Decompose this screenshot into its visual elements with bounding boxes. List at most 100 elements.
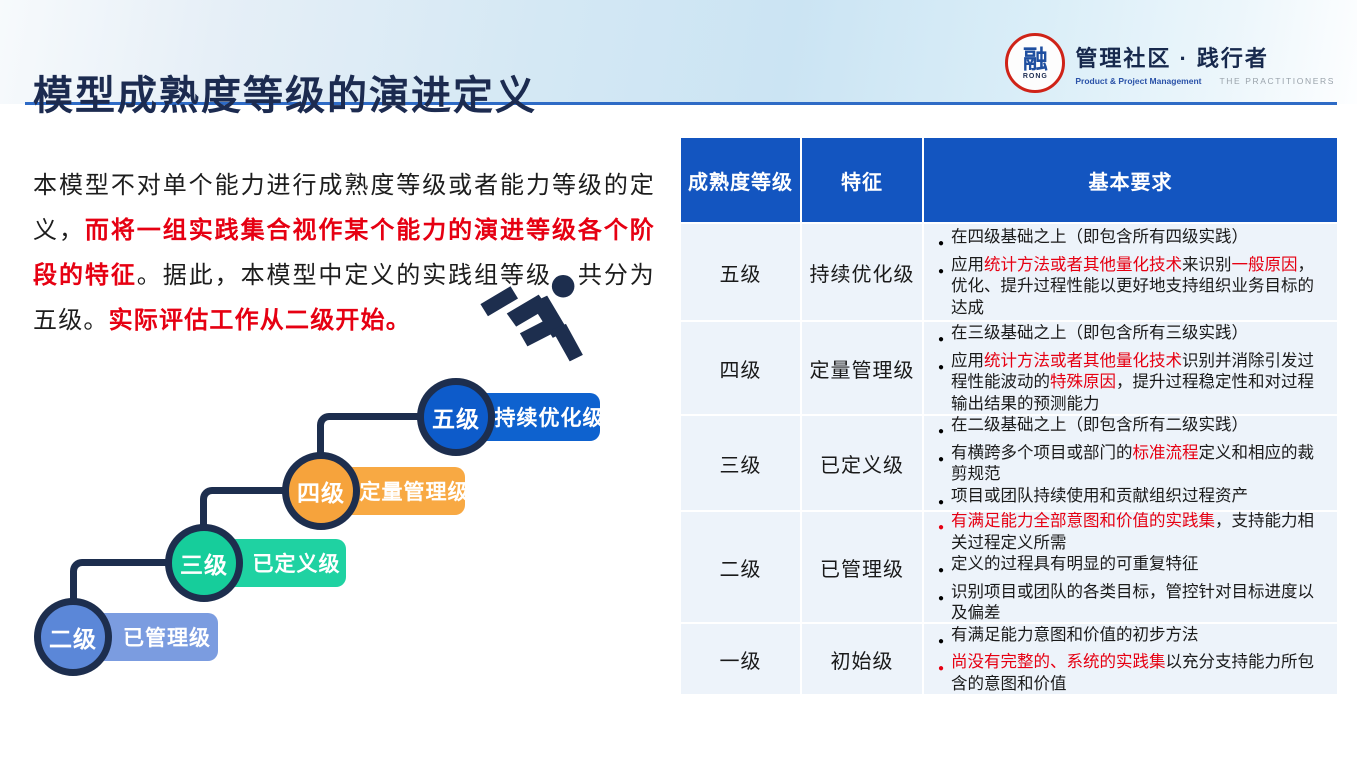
table-cell-requirements: ● 在二级基础之上（即包含所有二级实践） ● 有横跨多个项目或部门的标准流程定义和相应… xyxy=(924,416,1337,510)
bullet-segment: 在四级基础之上（即包含所有四级实践） xyxy=(951,228,1249,246)
bullet-text: 在四级基础之上（即包含所有四级实践） xyxy=(951,227,1248,255)
bullet-segment: 统计方法或者其他量化技术 xyxy=(984,351,1183,370)
level-pill: 定量管理级 xyxy=(338,467,469,515)
table-cell-level: 五级 xyxy=(681,224,800,320)
header-band xyxy=(0,0,1357,104)
intro-segment: 本模型不对单个能力进行成熟度等级或者能力等级的定义， xyxy=(33,172,655,244)
bullet-segment: 标准流程 xyxy=(1132,443,1199,462)
level-pill-label: 定量管理级 xyxy=(359,481,470,504)
bullet-text: 定义的过程具有明显的可重复特征 xyxy=(951,554,1199,582)
intro-segment: 实际评估工作从二级开始。 xyxy=(108,307,412,334)
bullet-segment: 识别并消除引发过程性能波动的 xyxy=(951,351,1315,392)
bullet-text: 识别项目或团队的各类目标，管控针对目标进度以及偏差 xyxy=(951,582,1327,625)
bullet-segment: 有满足能力全部意图和价值的实践集 xyxy=(951,512,1216,531)
logo-tagline-right: THE PRACTITIONERS xyxy=(1219,75,1335,86)
bullet-text: 有横跨多个项目或部门的标准流程定义和相应的裁剪规范 xyxy=(951,443,1327,486)
bullet-segment: 应用 xyxy=(951,351,985,370)
requirement-bullet: ● 应用统计方法或者其他量化技术识别并消除引发过程性能波动的特殊原因，提升过程稳定… xyxy=(938,351,1327,416)
bullet-text: 尚没有完整的、系统的实践集以充分支持能力所包含的意图和价值 xyxy=(951,652,1327,695)
requirement-bullet: ● 尚没有完整的、系统的实践集以充分支持能力所包含的意图和价值 xyxy=(938,652,1327,695)
bullet-dot-icon: ● xyxy=(938,426,945,437)
ladder-connector xyxy=(317,413,429,464)
level-pill-label: 已管理级 xyxy=(123,627,211,650)
bullet-segment: 定义的过程具有明显的可重复特征 xyxy=(951,555,1199,574)
bullet-segment: 在三级基础之上（即包含所有三级实践） xyxy=(951,324,1249,342)
table-cell-requirements: ● 有满足能力意图和价值的初步方法 ● 尚没有完整的、系统的实践集以充分支持能力所包含… xyxy=(924,624,1337,694)
ladder-connector xyxy=(70,559,177,610)
requirement-bullet: ● 有满足能力全部意图和价值的实践集，支持能力相关过程定义所需 xyxy=(938,511,1327,554)
bullet-dot-icon: ● xyxy=(938,496,945,508)
table-cell-level: 四级 xyxy=(681,322,800,414)
requirement-bullet: ● 应用统计方法或者其他量化技术来识别一般原因，优化、提升过程性能以更好地支持组织… xyxy=(938,255,1327,320)
table-cell-feature: 定量管理级 xyxy=(802,322,922,414)
rong-logo-icon: 融 RONG xyxy=(1005,33,1066,93)
bullet-segment: 特殊原因 xyxy=(1050,373,1117,391)
bullet-dot-icon: ● xyxy=(938,453,945,465)
runner-icon xyxy=(480,274,583,362)
bullet-dot-icon: ● xyxy=(938,635,945,647)
table-header-level: 成熟度等级 xyxy=(681,138,800,222)
level-circle-label: 三级 xyxy=(180,552,228,578)
table-cell-feature: 已管理级 xyxy=(802,512,922,622)
bullet-dot-icon: ● xyxy=(938,565,945,577)
bullet-segment: ，支持能力相关过程定义所需 xyxy=(951,512,1315,552)
requirement-bullet: ● 有满足能力意图和价值的初步方法 xyxy=(938,625,1327,653)
table-cell-level: 二级 xyxy=(681,512,800,622)
level-pill: 持续优化级 xyxy=(473,393,604,441)
table-cell-feature: 持续优化级 xyxy=(802,224,922,320)
ladder-connector xyxy=(200,487,294,536)
table-cell-feature: 初始级 xyxy=(802,624,922,694)
brand-logo: 融 RONG 管理社区 · 践行者 Product & Project Mana… xyxy=(1005,33,1335,93)
logo-text-block: 管理社区 · 践行者 Product & Project Management … xyxy=(1075,41,1335,86)
intro-segment: 而将一组实践集合视作某个能力的演进等级各个阶段的特征 xyxy=(33,217,655,289)
logo-rong-label: RONG xyxy=(1022,72,1048,80)
bullet-segment: ，优化、提升过程性能以更好地支持组织业务目标的达成 xyxy=(951,255,1315,317)
bullet-segment: 识别项目或团队的各类目标，管控针对目标进度以及偏差 xyxy=(951,582,1315,623)
bullet-text: 有满足能力意图和价值的初步方法 xyxy=(951,625,1199,653)
title-underline xyxy=(25,102,1337,105)
bullet-dot-icon: ● xyxy=(938,361,945,373)
table-cell-level: 三级 xyxy=(681,416,800,510)
bullet-segment: 有满足能力意图和价值的初步方法 xyxy=(951,625,1199,644)
table-cell-level: 一级 xyxy=(681,624,800,694)
requirement-bullet: ● 项目或团队持续使用和贡献组织过程资产 xyxy=(938,486,1327,514)
maturity-table: 成熟度等级 特征 基本要求 五级持续优化级 ● 在四级基础之上（即包含所有四级实践）… xyxy=(681,138,1337,694)
bullet-segment: 一般原因 xyxy=(1231,255,1298,274)
requirement-bullet: ● 识别项目或团队的各类目标，管控针对目标进度以及偏差 xyxy=(938,582,1327,625)
bullet-segment: 尚没有完整的、系统的实践集 xyxy=(951,653,1166,672)
bullet-dot-icon: ● xyxy=(938,238,945,249)
level-pill: 已管理级 xyxy=(90,613,218,661)
bullet-dot-icon: ● xyxy=(938,663,945,675)
bullet-dot-icon: ● xyxy=(938,265,945,277)
table-cell-requirements: ● 在四级基础之上（即包含所有四级实践） ● 应用统计方法或者其他量化技术来识别一般原… xyxy=(924,224,1337,320)
logo-brand-name: 管理社区 · 践行者 xyxy=(1075,45,1269,71)
bullet-text: 在二级基础之上（即包含所有二级实践） xyxy=(951,415,1248,443)
bullet-text: 项目或团队持续使用和贡献组织过程资产 xyxy=(951,486,1248,514)
table-header-requirements: 基本要求 xyxy=(924,138,1337,222)
level-circle-label: 五级 xyxy=(432,406,480,432)
page-title: 模型成熟度等级的演进定义 xyxy=(33,73,537,118)
level-circle-label: 四级 xyxy=(297,480,345,506)
table-cell-feature: 已定义级 xyxy=(802,416,922,510)
level-pill-label: 持续优化级 xyxy=(494,407,605,430)
table-header-feature: 特征 xyxy=(802,138,922,222)
bullet-dot-icon: ● xyxy=(938,522,945,534)
bullet-segment: 在二级基础之上（即包含所有二级实践） xyxy=(951,416,1249,434)
bullet-segment: 统计方法或者其他量化技术 xyxy=(984,255,1183,274)
bullet-text: 有满足能力全部意图和价值的实践集，支持能力相关过程定义所需 xyxy=(951,511,1327,554)
requirement-bullet: ● 定义的过程具有明显的可重复特征 xyxy=(938,554,1327,582)
bullet-text: 应用统计方法或者其他量化技术识别并消除引发过程性能波动的特殊原因，提升过程稳定性… xyxy=(951,351,1327,416)
logo-subtitle-row: Product & Project Management THE PRACTIT… xyxy=(1075,76,1335,86)
bullet-text: 应用统计方法或者其他量化技术来识别一般原因，优化、提升过程性能以更好地支持组织业… xyxy=(951,255,1327,320)
level-circle-label: 二级 xyxy=(49,626,97,652)
bullet-segment: 定义和相应的裁剪规范 xyxy=(951,443,1315,484)
bullet-text: 在三级基础之上（即包含所有三级实践） xyxy=(951,323,1248,351)
bullet-segment: 应用 xyxy=(951,255,985,274)
requirement-bullet: ●在三级基础之上（即包含所有三级实践） xyxy=(938,323,1327,351)
logo-tagline: Product & Project Management xyxy=(1075,75,1202,86)
bullet-segment: 来识别 xyxy=(1182,255,1232,274)
bullet-segment: ，提升过程稳定性和对过程输出结果的预测能力 xyxy=(951,373,1315,413)
bullet-dot-icon: ● xyxy=(938,592,945,604)
bullet-segment: 有横跨多个项目或部门的 xyxy=(951,443,1133,462)
